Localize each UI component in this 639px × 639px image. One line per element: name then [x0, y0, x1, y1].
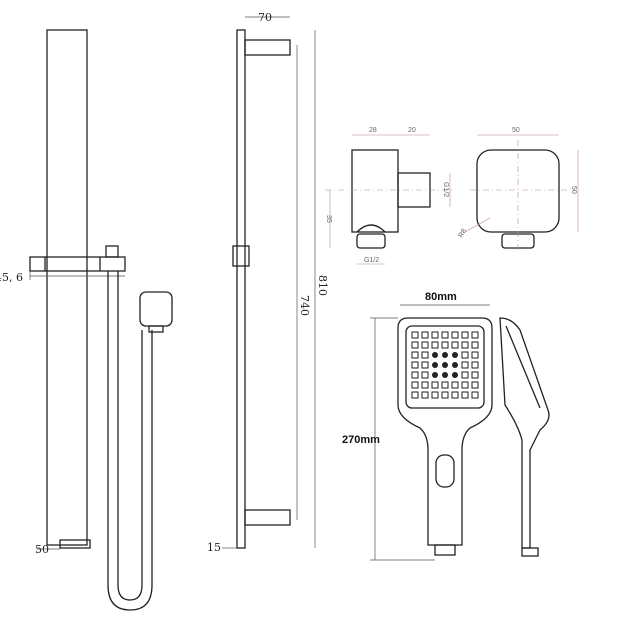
shower-width-label: 80mm [425, 291, 457, 303]
nozzle [421, 391, 429, 399]
nozzle [452, 372, 458, 378]
nozzle [411, 381, 419, 389]
front-width-label: 50 [512, 127, 520, 134]
nozzle [431, 391, 439, 399]
nozzle [432, 372, 438, 378]
nozzle [461, 341, 469, 349]
shower-hose [107, 271, 173, 611]
rail-side-view [222, 16, 316, 549]
nozzle [441, 381, 449, 389]
rail-front-view [29, 29, 126, 549]
nozzle [421, 331, 429, 339]
height-offset-label: 35 [325, 215, 332, 223]
nozzle [411, 361, 419, 369]
nozzle [421, 371, 429, 379]
nozzle [461, 381, 469, 389]
nozzle [421, 381, 429, 389]
nozzle [441, 391, 449, 399]
nozzle [432, 352, 438, 358]
nozzle [452, 352, 458, 358]
nozzle [441, 331, 449, 339]
nozzle [442, 352, 448, 358]
outlet-length-label: 20 [408, 127, 416, 134]
nozzle [471, 351, 479, 359]
nozzle [461, 351, 469, 359]
nozzle [471, 391, 479, 399]
bracket-depth-label: 70 [258, 11, 272, 24]
nozzle [411, 371, 419, 379]
nozzle [461, 331, 469, 339]
nozzle [431, 381, 439, 389]
outlet-depth-label: 28 [369, 127, 377, 134]
radius-label: R8 [458, 228, 469, 239]
front-height-label: 50 [570, 186, 577, 194]
nozzle [421, 361, 429, 369]
nozzle [421, 351, 429, 359]
nozzle [411, 331, 419, 339]
nozzle [451, 381, 459, 389]
nozzle [471, 361, 479, 369]
nozzle [442, 362, 448, 368]
thread-side-label: G1/2 [442, 182, 449, 197]
slider-offset-label: 45, 6 [0, 271, 23, 284]
nozzle [421, 341, 429, 349]
hand-shower-drawing [370, 304, 550, 561]
nozzle [451, 331, 459, 339]
nozzle [471, 331, 479, 339]
base-width-label: 50 [35, 543, 49, 556]
nozzle [451, 341, 459, 349]
nozzle [471, 341, 479, 349]
nozzle [471, 371, 479, 379]
nozzle [452, 362, 458, 368]
nozzle [451, 391, 459, 399]
nozzle [442, 372, 448, 378]
nozzle [461, 371, 469, 379]
nozzle [411, 341, 419, 349]
nozzle [461, 361, 469, 369]
nozzle [431, 331, 439, 339]
nozzle [432, 362, 438, 368]
nozzle [411, 351, 419, 359]
shower-length-label: 270mm [342, 434, 380, 446]
nozzle [461, 391, 469, 399]
wall-outlet-drawing [325, 134, 579, 265]
nozzle [471, 381, 479, 389]
nozzle [411, 391, 419, 399]
nozzle [441, 341, 449, 349]
nozzle [431, 341, 439, 349]
base-offset-label: 15 [207, 541, 221, 554]
thread-bottom-label: G1/2 [364, 257, 379, 264]
center-length-label: 740 [298, 295, 311, 316]
total-length-label: 810 [316, 275, 329, 296]
